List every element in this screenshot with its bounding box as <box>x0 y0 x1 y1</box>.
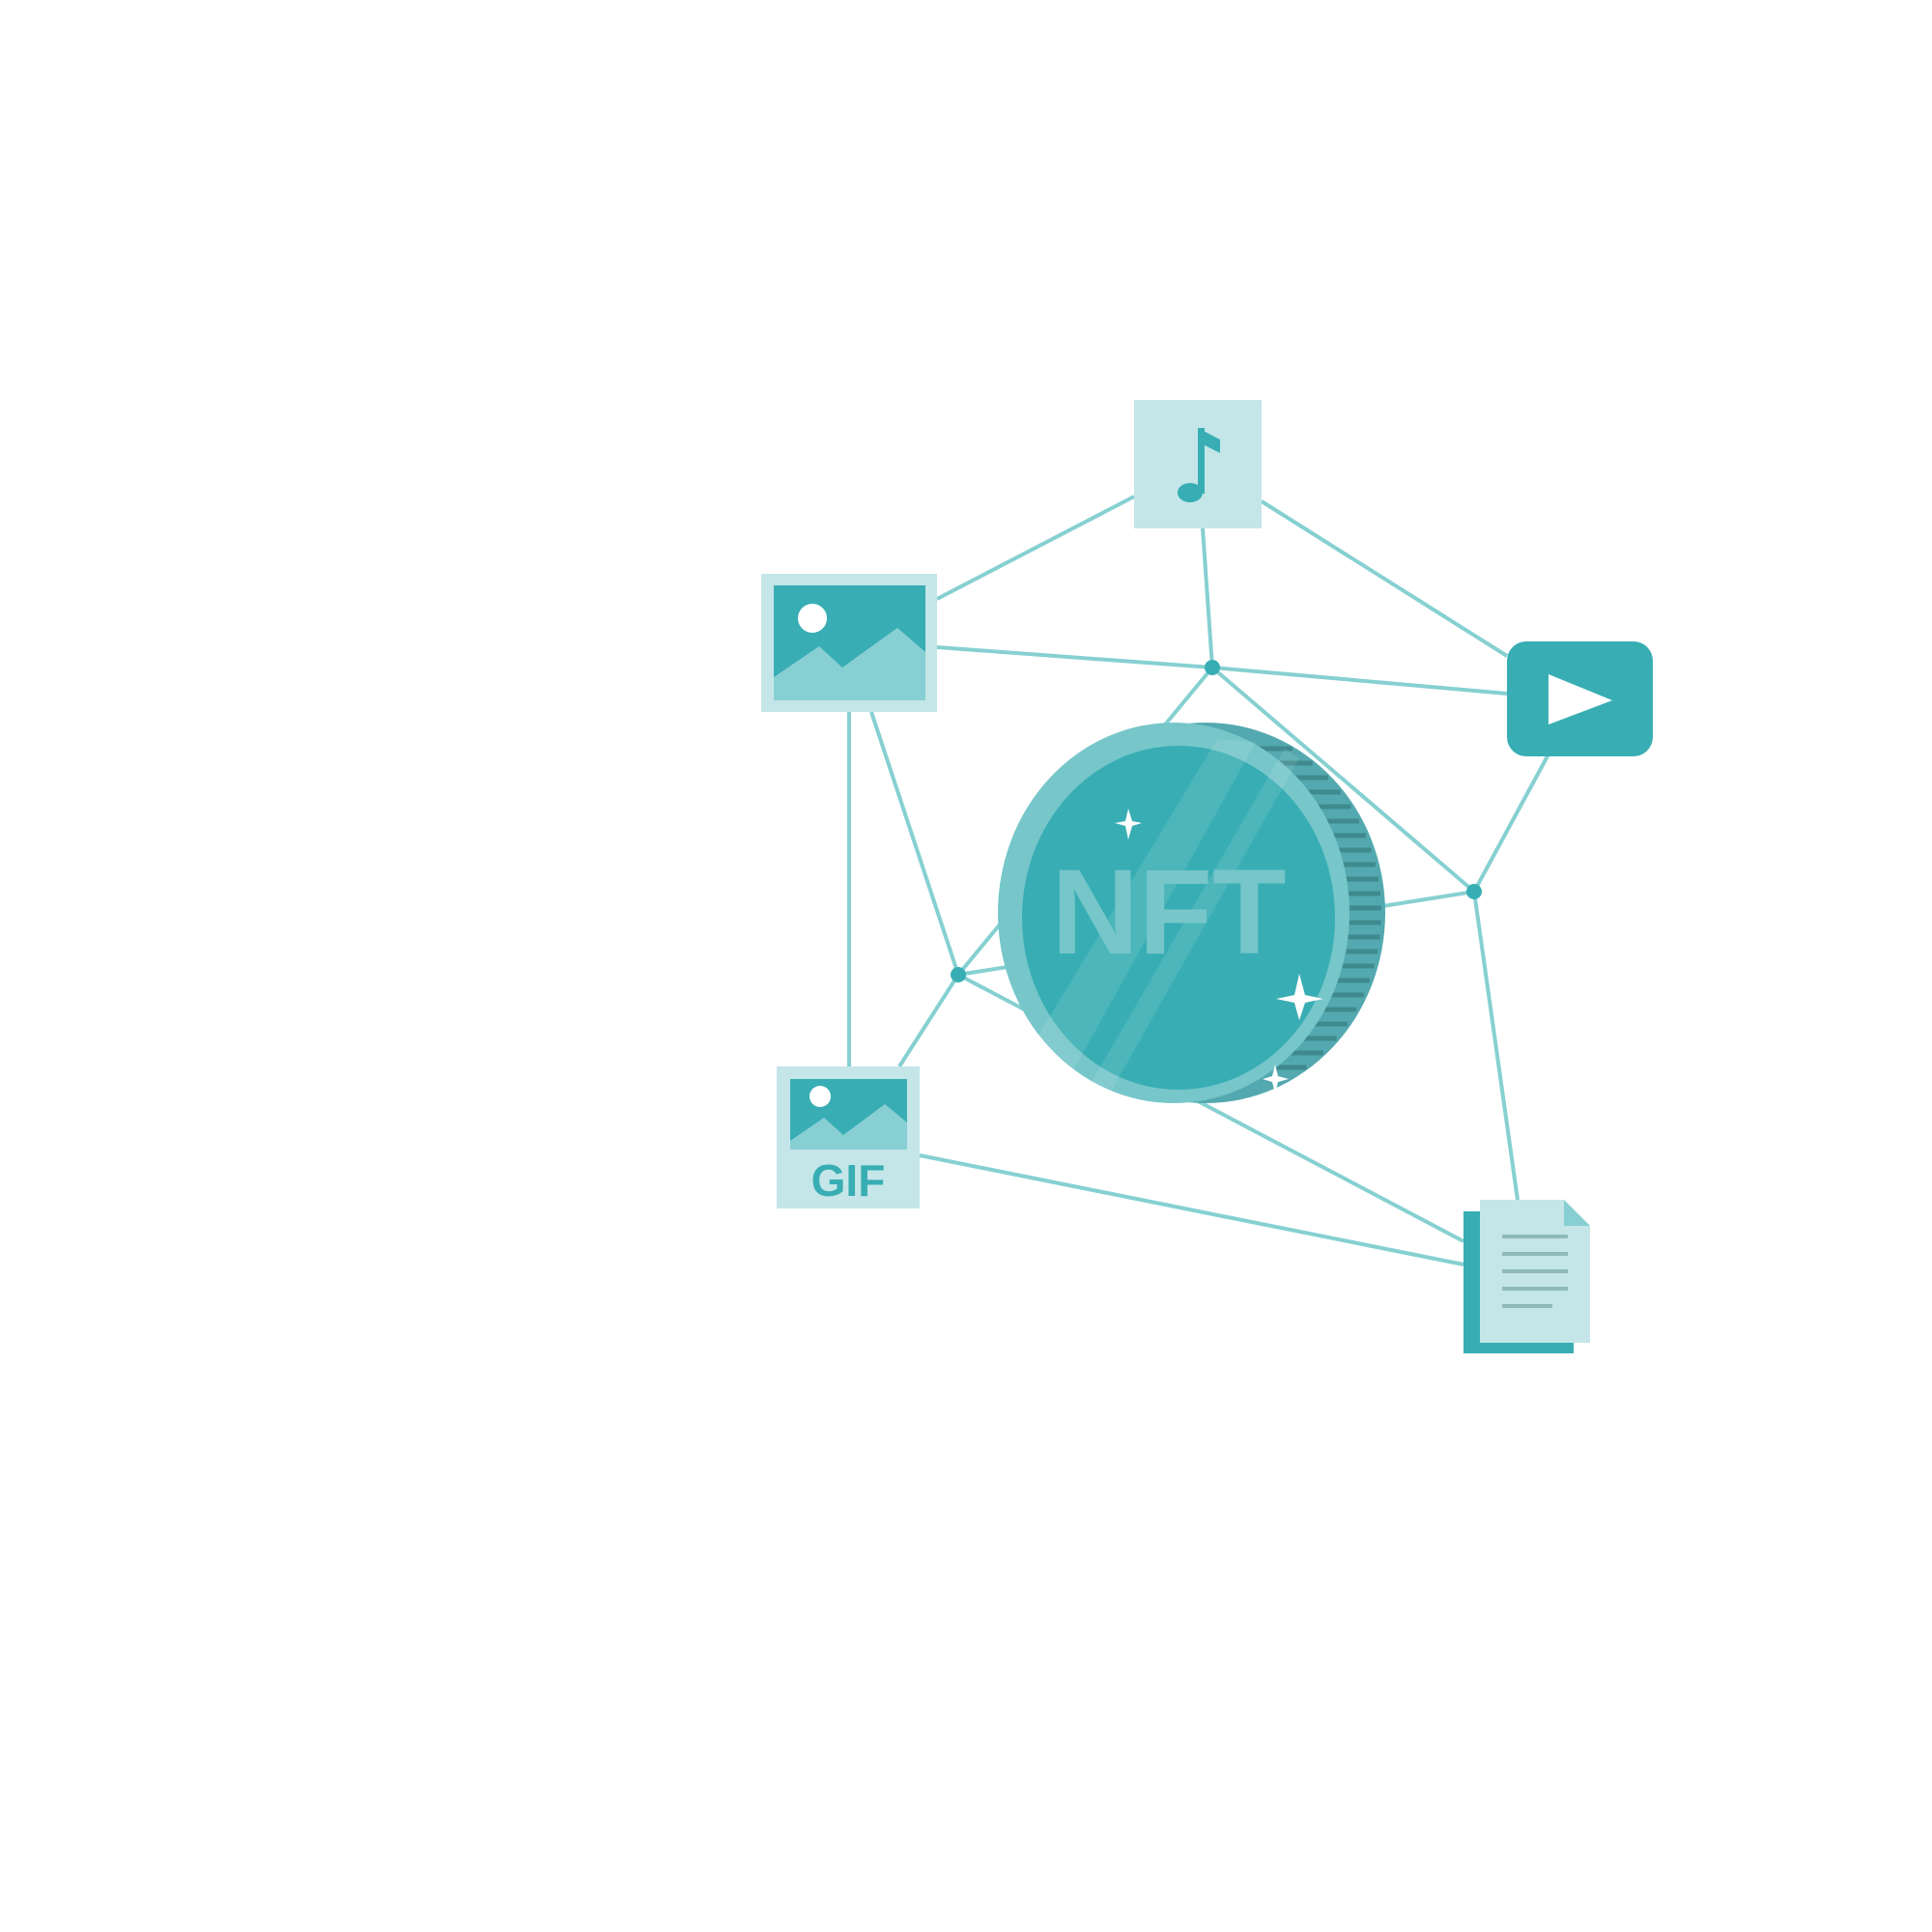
music-tile <box>1134 400 1262 528</box>
network-nodes <box>951 660 1482 982</box>
mountain-icon <box>774 628 925 700</box>
node-dot <box>1466 884 1482 899</box>
video-tile <box>1507 641 1653 756</box>
coin-label: NFT <box>1052 845 1287 980</box>
music-note-icon <box>1178 428 1220 502</box>
play-icon <box>1548 674 1612 724</box>
sun-icon <box>798 604 827 633</box>
nft-coin: NFT <box>998 723 1385 1103</box>
gif-label: GIF <box>811 1155 886 1206</box>
sun-icon <box>810 1086 831 1107</box>
node-dot <box>1205 660 1220 675</box>
gif-tile: GIF <box>777 1066 920 1208</box>
sparkle-icons <box>1115 809 1323 1094</box>
mountain-icon <box>790 1104 907 1150</box>
image-tile <box>761 574 937 712</box>
node-dot <box>951 967 966 982</box>
document-icon <box>1463 1200 1590 1353</box>
